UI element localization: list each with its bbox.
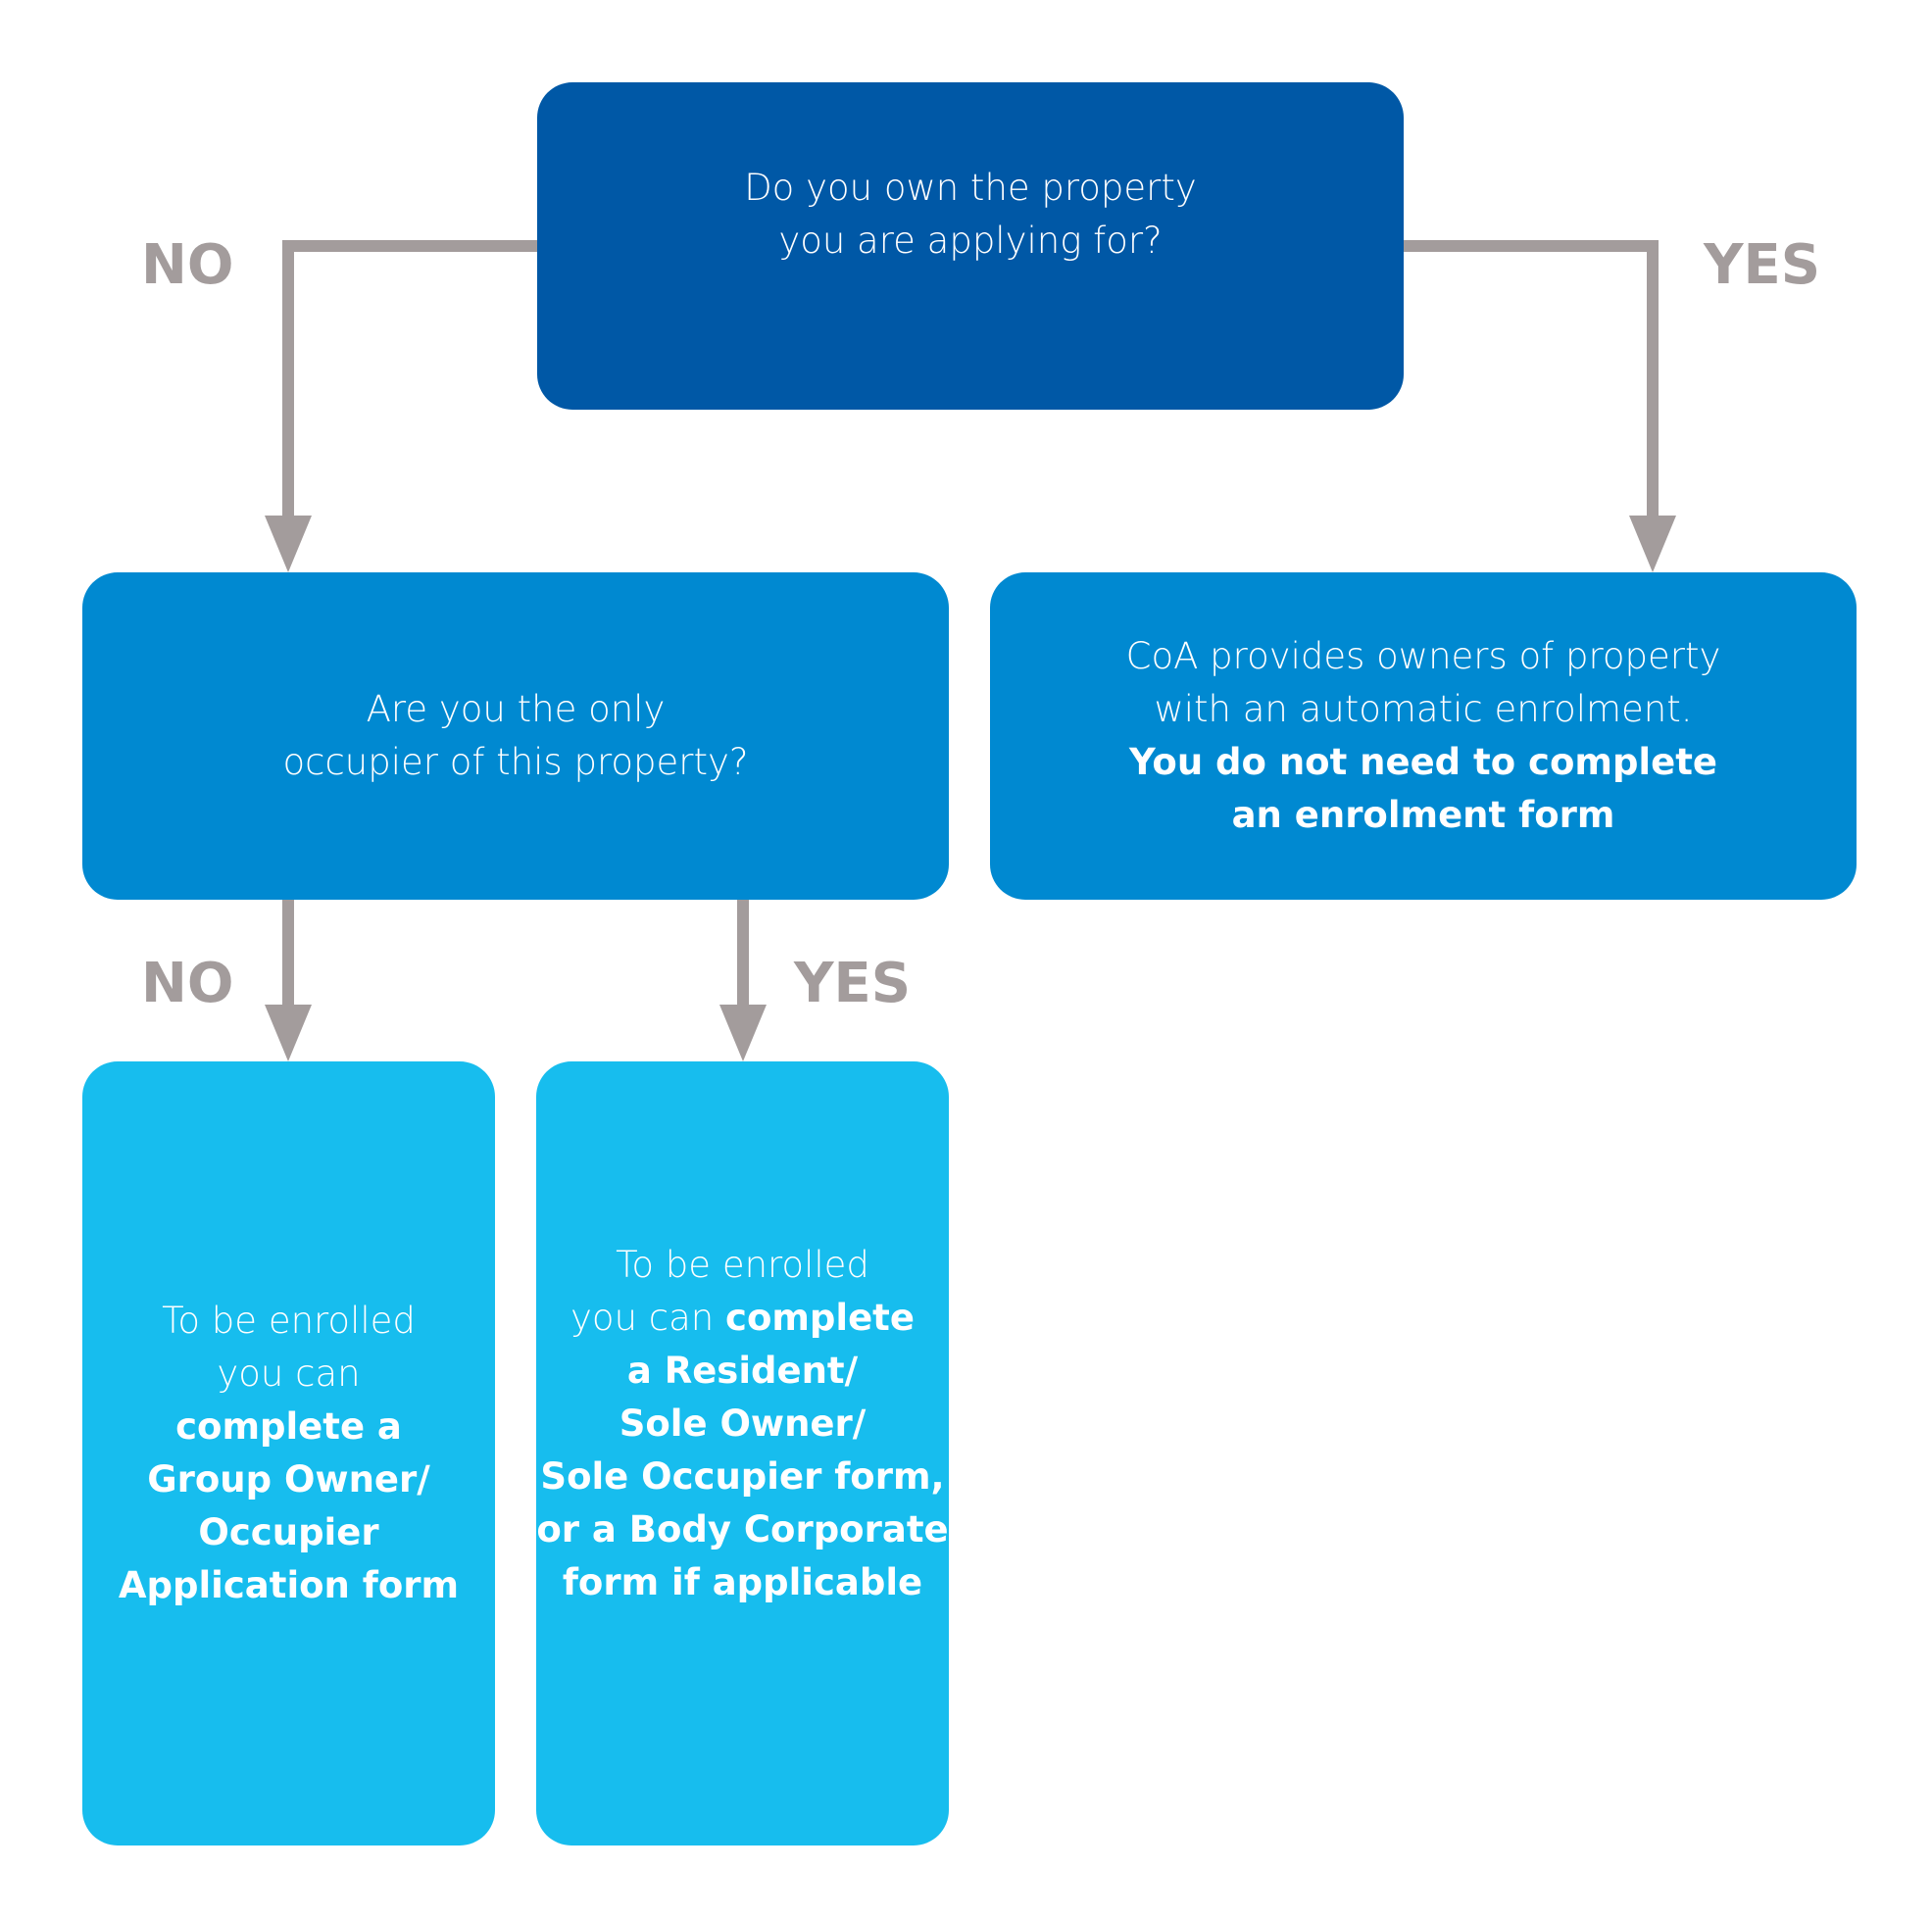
owner-automatic-enrolment: CoA provides owners of property with an …: [990, 572, 1857, 900]
label-no-only-occupier: NO: [141, 952, 234, 1015]
question-only-occupier-line1: Are you the only: [366, 688, 666, 730]
result-sole-line3: a Resident/: [626, 1350, 859, 1392]
result-group-line5: Occupier: [198, 1511, 379, 1553]
result-sole-line1: To be enrolled: [616, 1244, 869, 1286]
owner-info-line1: CoA provides owners of property: [1125, 635, 1721, 677]
result-sole-line2-bold: complete: [725, 1297, 915, 1339]
label-no-own: NO: [141, 233, 234, 297]
arrowhead-q2-yes: [719, 1005, 767, 1061]
question-only-occupier-line2: occupier of this property?: [282, 741, 749, 783]
result-group-owner-occupier: To be enrolled you can complete a Group …: [82, 1061, 495, 1845]
result-group-line3: complete a: [175, 1405, 402, 1448]
arrowhead-q2-no: [265, 1005, 312, 1061]
label-yes-only-occupier: YES: [794, 952, 912, 1015]
question-own-property-line1: Do you own the property: [744, 167, 1197, 209]
connector-q1-no: [282, 240, 537, 529]
owner-info-line3: You do not need to complete: [1129, 741, 1717, 783]
question-only-occupier: Are you the only occupier of this proper…: [82, 572, 949, 900]
result-sole-owner-occupier: To be enrolled you can complete a Reside…: [536, 1061, 949, 1845]
result-sole-line2-plain: you can: [570, 1297, 726, 1339]
question-own-property: Do you own the property you are applying…: [537, 82, 1404, 410]
arrowhead-q1-no: [265, 516, 312, 572]
result-sole-line2: you can complete: [570, 1292, 915, 1345]
result-sole-line7: form if applicable: [562, 1561, 923, 1603]
arrowhead-q1-yes: [1629, 516, 1676, 572]
connector-q1-yes: [1404, 240, 1659, 529]
question-own-property-line2: you are applying for?: [778, 220, 1163, 262]
label-yes-own: YES: [1704, 233, 1821, 297]
owner-info-line2: with an automatic enrolment.: [1154, 688, 1693, 730]
result-sole-line4: Sole Owner/: [619, 1402, 867, 1445]
result-sole-line6: or a Body Corporate: [536, 1508, 949, 1550]
result-sole-line5: Sole Occupier form,: [540, 1455, 945, 1498]
result-group-line6: Application form: [118, 1564, 460, 1606]
result-group-line4: Group Owner/: [147, 1458, 430, 1501]
result-group-line1: To be enrolled: [162, 1300, 416, 1342]
result-group-line2: you can: [217, 1353, 361, 1395]
owner-info-line4: an enrolment form: [1231, 794, 1615, 836]
